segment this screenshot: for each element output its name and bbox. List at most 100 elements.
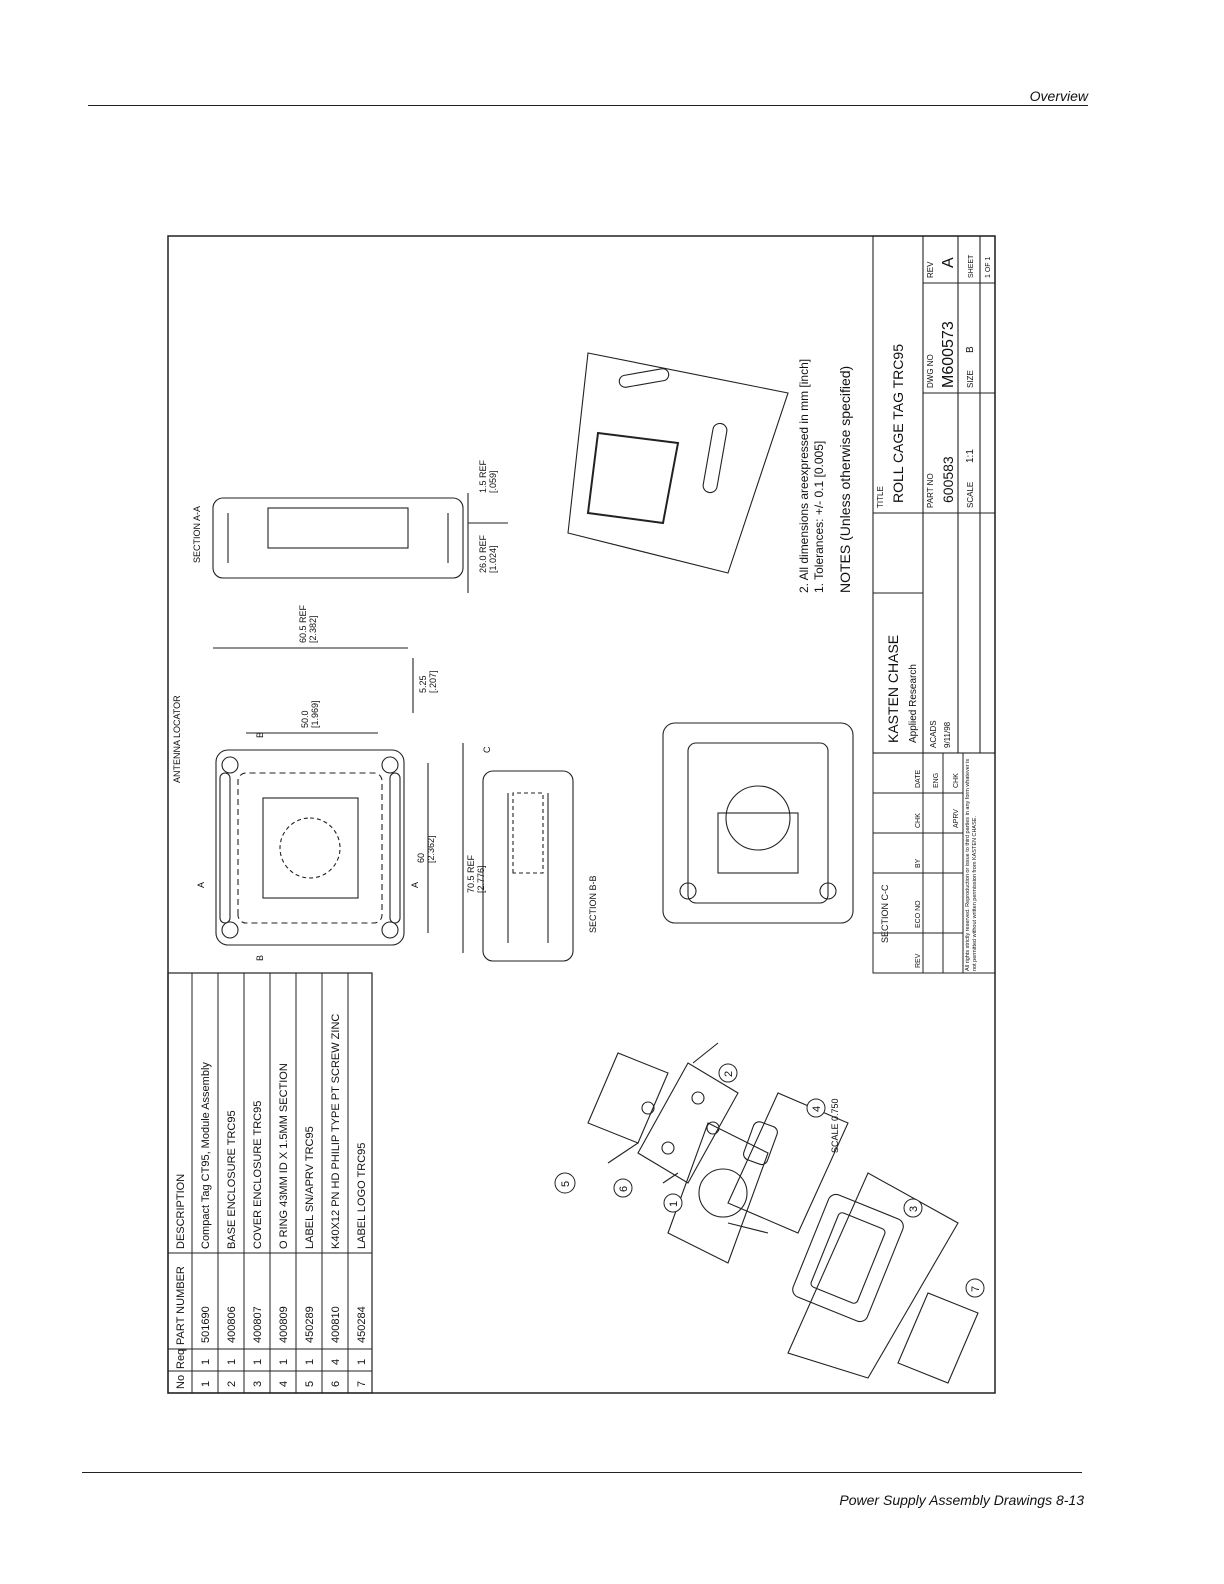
section-aa-label: SECTION A-A: [192, 506, 202, 563]
revision-block: [872, 752, 996, 974]
part-no-label: PART NO: [926, 473, 935, 508]
title-label: TITLE: [876, 486, 885, 508]
dim-26-in: [1.024]: [488, 545, 498, 573]
dwg-no-label: DWG NO: [926, 354, 935, 388]
bom-row-req: 1: [226, 1359, 238, 1365]
dim-5-25-in: [.207]: [428, 670, 438, 693]
rev-col: REV: [915, 953, 922, 968]
part-no: 600583: [940, 456, 956, 503]
isometric-view: [567, 352, 789, 574]
dim-60: 60: [416, 853, 426, 863]
bom-row-no: 5: [304, 1381, 316, 1387]
dim-70-5-in: [2.776]: [476, 865, 486, 893]
dwg-no: M600573: [940, 321, 957, 388]
section-aa-view: [212, 493, 508, 593]
bom-row-no: 2: [226, 1381, 238, 1387]
sig-row: CHK: [953, 773, 960, 788]
dim-70-5: 70.5 REF: [466, 854, 476, 893]
revision-block-labels: REV ECO NO BY CHK DATE ENG CHK APRV: [915, 770, 960, 968]
balloon-1: 1: [668, 1201, 680, 1207]
dim-60-5: 60.5 REF: [298, 604, 308, 643]
dim-60-in: [2.362]: [426, 835, 436, 863]
note-2: 2. All dimensions areexpressed in mm [in…: [797, 359, 811, 593]
header-rule: [88, 105, 1088, 106]
company-name: KASTEN CHASE: [885, 635, 901, 743]
bom-row-no: 7: [356, 1381, 368, 1387]
sig-row: ENG: [933, 773, 940, 788]
bom-row-part: 450289: [304, 1306, 316, 1343]
bom-table: No Req PART NUMBER DESCRIPTION 1 1 50169…: [167, 972, 373, 1394]
notes: NOTES (Unless otherwise specified) 1. To…: [797, 359, 853, 593]
company-division: Applied Research: [908, 664, 919, 743]
mark-b-left: B: [255, 955, 265, 961]
section-cc-label: SECTION C-C: [880, 884, 890, 943]
bom-row-part: 400806: [226, 1306, 238, 1343]
bom-row-req: 1: [252, 1359, 264, 1365]
bom-row-no: 1: [200, 1381, 212, 1387]
acads-label: ACADS: [929, 720, 938, 748]
sig-row: APRV: [953, 809, 960, 828]
bom-row-desc: LABEL SN/APRV TRC95: [304, 1126, 316, 1249]
sheet-label: SHEET: [968, 254, 975, 278]
rev-col: ECO NO: [915, 900, 922, 928]
note-1: 1. Tolerances: +/- 0.1 [0.005]: [812, 441, 826, 593]
scale-label: SCALE: [966, 482, 975, 508]
section-aa-labels: SECTION A-A 26.0 REF [1.024] 1.5 REF [.0…: [192, 459, 498, 573]
acads-date: 9/11/98: [943, 721, 952, 748]
balloon-4: 4: [811, 1106, 823, 1112]
bom-row-part: 400810: [330, 1306, 342, 1343]
bom-header-no: No: [175, 1375, 187, 1389]
balloon-2: 2: [723, 1071, 735, 1077]
bom-row-desc: Compact Tag CT95, Module Assembly: [200, 1062, 212, 1249]
balloon-6: 6: [618, 1186, 630, 1192]
bom-row-part: 400809: [278, 1306, 290, 1343]
dim-50: 50.0: [300, 710, 310, 728]
antenna-locator: ANTENNA LOCATOR: [172, 695, 182, 783]
bom-row-req: 1: [200, 1359, 212, 1365]
size-label: SIZE: [966, 370, 975, 388]
bom-header-part: PART NUMBER: [175, 1266, 187, 1345]
bom-row-no: 4: [278, 1381, 290, 1387]
bom-row-req: 4: [330, 1359, 342, 1365]
mark-a-bottom: A: [410, 882, 420, 888]
bom-row-desc: COVER ENCLOSURE TRC95: [252, 1101, 264, 1249]
scale-value: 1:1: [965, 449, 976, 463]
rev-value: A: [940, 257, 957, 268]
size-value: B: [965, 346, 976, 353]
bom-row-req: 1: [304, 1359, 316, 1365]
bom-header-req: Req: [175, 1349, 187, 1369]
drawing-title: ROLL CAGE TAG TRC95: [890, 344, 906, 503]
rev-col: DATE: [915, 770, 922, 788]
bom-row-req: 1: [356, 1359, 368, 1365]
dim-26: 26.0 REF: [478, 534, 488, 573]
bom-row-no: 3: [252, 1381, 264, 1387]
footer-rule: [82, 1472, 1082, 1473]
copyright-notice: All rights strictly reserved. Reproducti…: [965, 758, 978, 971]
dim-60-5-in: [2.382]: [308, 615, 318, 643]
mark-b-right: B: [255, 732, 265, 738]
bom-row-desc: BASE ENCLOSURE TRC95: [226, 1110, 238, 1249]
scale-note: SCALE 0.750: [830, 1098, 840, 1153]
section-bb-label: SECTION B-B: [588, 875, 598, 933]
dim-1-5: 1.5 REF: [478, 459, 488, 493]
rev-col: CHK: [915, 813, 922, 828]
sheet-value: 1 OF 1: [985, 256, 992, 278]
section-cc-view: [662, 722, 854, 924]
title-block-labels: KASTEN CHASE Applied Research TITLE ROLL…: [876, 254, 992, 748]
plan-view-labels: 70.5 REF [2.776] 60 [2.362] 50.0 [1.969]…: [172, 604, 486, 961]
bom-header-desc: DESCRIPTION: [175, 1174, 187, 1249]
balloon-7: 7: [970, 1286, 982, 1292]
notes-heading: NOTES (Unless otherwise specified): [837, 366, 853, 593]
bom-row-req: 1: [278, 1359, 290, 1365]
mark-c: C: [482, 746, 492, 753]
header-section-title: Overview: [1029, 88, 1088, 104]
balloon-5: 5: [560, 1181, 572, 1187]
mark-a-top: A: [196, 882, 206, 888]
rev-label: REV: [926, 261, 935, 278]
bom-row-part: 501690: [200, 1306, 212, 1343]
bom-row-no: 6: [330, 1381, 342, 1387]
part-balloons: 1 2 3 4 5 6 7 SCALE 0.750: [554, 1063, 985, 1298]
exploded-view: [587, 1042, 979, 1384]
dim-1-5-in: [.059]: [488, 470, 498, 493]
